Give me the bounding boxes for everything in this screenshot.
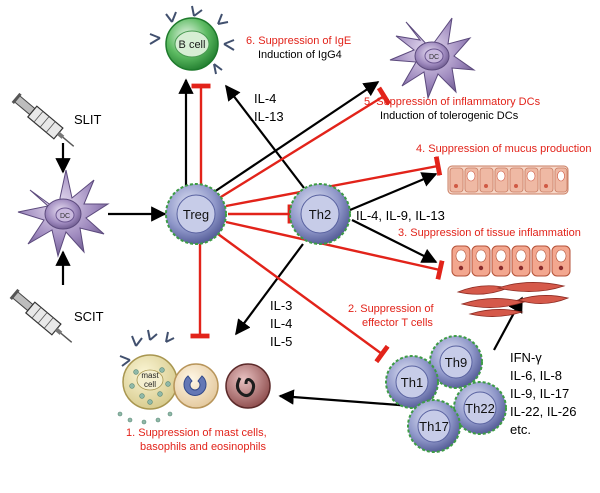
basophil xyxy=(173,363,219,409)
dendritic-cell-right: DC xyxy=(389,17,476,100)
arrow-th2-to-bcell xyxy=(225,84,305,189)
arrow-th2-to-mucus xyxy=(349,172,438,212)
mucus-epithelium xyxy=(447,165,569,195)
treg-label: Treg xyxy=(183,207,209,222)
syringe-scit-icon xyxy=(9,288,73,343)
th22-cell: Th22 xyxy=(453,381,507,435)
cytokine-tissue-list: IL-4, IL-9, IL-13 xyxy=(356,208,445,223)
th22-label: Th22 xyxy=(465,401,495,416)
effector-cytokine-1: IFN-γ xyxy=(510,350,542,365)
arrow-treg-to-dc-right xyxy=(213,81,380,193)
effect-4-title: 4. Suppression of mucus production xyxy=(416,143,592,155)
inhibit-treg-dc xyxy=(215,86,392,202)
treg-cell: Treg xyxy=(165,183,227,245)
th9-cell: Th9 xyxy=(429,335,483,389)
effect-3-title: 3. Suppression of tissue inflammation xyxy=(398,227,581,239)
effect-2-title: 2. Suppression of xyxy=(348,303,435,315)
th1-cell: Th1 xyxy=(385,355,439,409)
cytokine-il13-bcell: IL-13 xyxy=(254,109,284,124)
effector-cytokine-2: IL-6, IL-8 xyxy=(510,368,562,383)
antibody-icons xyxy=(149,5,235,75)
cytokine-il4-bcell: IL-4 xyxy=(254,91,276,106)
arrow-effector-to-tissue xyxy=(493,296,523,351)
b-cell: B cell xyxy=(149,5,235,75)
effect-6-sub: Induction of IgG4 xyxy=(258,49,342,61)
tissue-epithelium xyxy=(451,245,571,277)
syringe-slit-icon xyxy=(11,92,75,147)
effector-cytokine-4: IL-22, IL-26 xyxy=(510,404,577,419)
cytokine-il4-mast: IL-4 xyxy=(270,316,292,331)
effector-cytokine-5: etc. xyxy=(510,422,531,437)
effect-6-title: 6. Suppression of IgE xyxy=(246,35,351,47)
route-slit-label: SLIT xyxy=(74,112,102,127)
effector-cytokine-3: IL-9, IL-17 xyxy=(510,386,569,401)
arrow-effector-to-cells xyxy=(278,389,413,408)
th9-label: Th9 xyxy=(445,355,467,370)
dc-right-label: DC xyxy=(429,54,439,61)
th17-cell: Th17 xyxy=(407,399,461,453)
arrow-th2-to-mast xyxy=(235,243,304,336)
th2-cell: Th2 xyxy=(289,183,351,245)
effect-5-title: 5. Suppression of inflammatory DCs xyxy=(364,96,541,108)
effector-t-cells: Th9 Th1 Th22 Th17 xyxy=(385,335,507,453)
effect-1-title: 1. Suppression of mast cells, xyxy=(126,427,267,439)
arrow-th2-to-tissue xyxy=(351,219,438,263)
inhibit-treg-tissue xyxy=(225,220,445,280)
th17-label: Th17 xyxy=(419,419,449,434)
effect-5-sub: Induction of tolerogenic DCs xyxy=(380,110,519,122)
inhibit-treg-mucus xyxy=(225,156,443,208)
connections xyxy=(55,78,523,408)
route-scit-label: SCIT xyxy=(74,309,104,324)
cytokine-il5-mast: IL-5 xyxy=(270,334,292,349)
effect-2-sub: effector T cells xyxy=(362,317,433,329)
th1-label: Th1 xyxy=(401,375,423,390)
cytokine-il3-mast: IL-3 xyxy=(270,298,292,313)
smooth-muscle xyxy=(456,282,570,317)
dc-left-label: DC xyxy=(60,213,70,220)
effect-1-sub: basophils and eosinophils xyxy=(140,441,266,453)
b-cell-label: B cell xyxy=(179,39,206,51)
inhibit-treg-effector xyxy=(217,233,390,364)
dendritic-cell-left: DC xyxy=(17,169,110,258)
th2-label: Th2 xyxy=(309,207,331,222)
eosinophil xyxy=(225,363,271,409)
